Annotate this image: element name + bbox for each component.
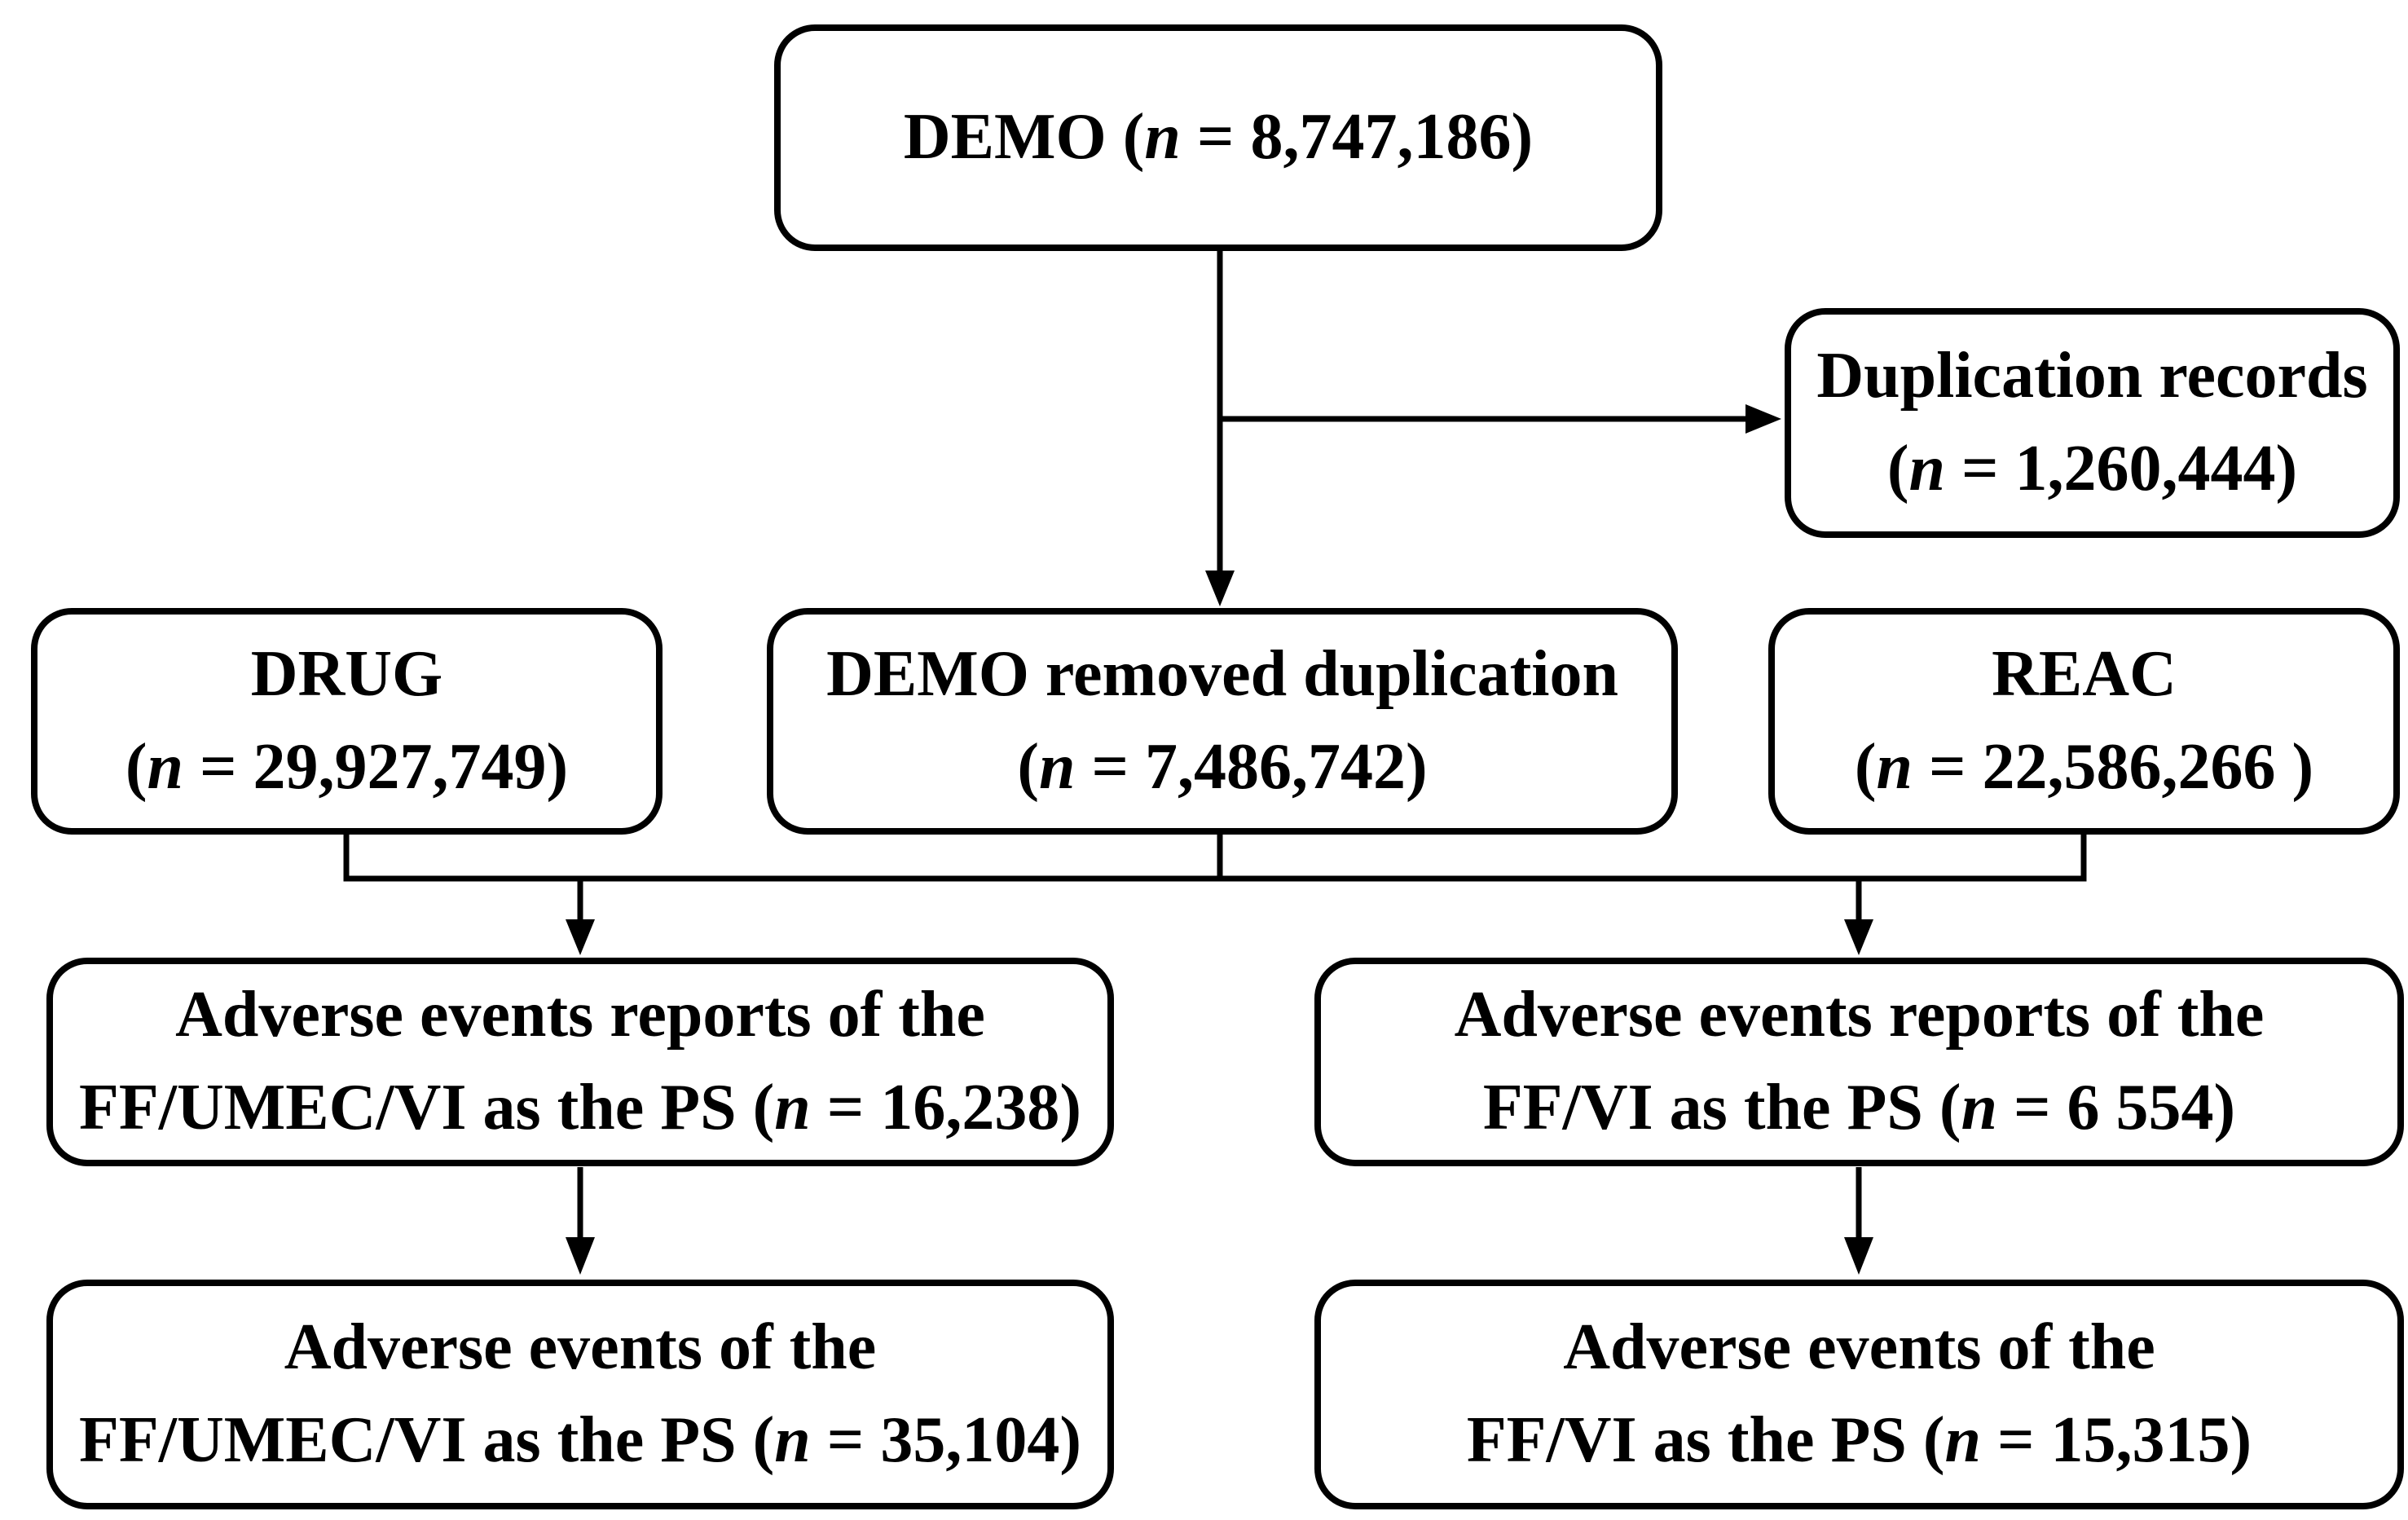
node-reac-title: REAC: [1992, 628, 2177, 721]
n-variable: n: [1944, 1404, 1981, 1476]
node-demo-removed-duplication: DEMO removed duplication (n = 7,486,742): [767, 608, 1678, 835]
arrowhead-bus-to-ae-reports-ffvi: [1844, 919, 1873, 955]
node-demo-label: DEMO (n = 8,747,186): [904, 91, 1533, 184]
n-variable: n: [774, 1072, 811, 1143]
n-variable: n: [1144, 101, 1181, 174]
arrowhead-demo-to-dedup: [1205, 571, 1235, 606]
node-duplication-records: Duplication records (n = 1,260,444): [1785, 308, 2400, 538]
n-variable: n: [1908, 433, 1945, 504]
node-demo: DEMO (n = 8,747,186): [774, 24, 1662, 251]
text-segment: = 1,260,444): [1944, 433, 2298, 504]
node-demo-removed-duplication-count: (n = 7,486,742): [1017, 721, 1427, 814]
node-ae-reports-ff-vi: Adverse events reports of the FF/VI as t…: [1314, 958, 2404, 1166]
text-segment: = 6 554): [1996, 1072, 2236, 1143]
text-segment: = 29,927,749): [183, 731, 569, 803]
text-segment: (: [1854, 731, 1877, 803]
text-segment: (: [125, 731, 147, 803]
arrowhead-bus-to-ae-reports-ffumecvi: [566, 919, 595, 955]
text-segment: Adverse events reports of the: [1454, 979, 2265, 1051]
text-segment: = 22,586,266 ): [1912, 731, 2314, 803]
node-ae-ff-umec-vi-line2: FF/UMEC/VI as the PS (n = 35,104): [79, 1394, 1081, 1487]
node-ae-ff-vi-line2: FF/VI as the PS (n = 15,315): [1467, 1394, 2252, 1487]
node-reac: REAC (n = 22,586,266 ): [1768, 608, 2400, 835]
node-drug: DRUG (n = 29,927,749): [31, 608, 663, 835]
node-ae-reports-ff-vi-line2: FF/VI as the PS (n = 6 554): [1483, 1062, 2235, 1155]
edge-bus: [343, 835, 2087, 882]
text-segment: FF/VI as the PS (: [1466, 1404, 1945, 1476]
text-segment: = 15,315): [1980, 1404, 2252, 1476]
n-variable: n: [147, 731, 183, 803]
text-segment: = 16,238): [810, 1072, 1081, 1143]
text-segment: FF/UMEC/VI as the PS (: [78, 1404, 775, 1476]
node-ae-reports-ff-umec-vi: Adverse events reports of the FF/UMEC/VI…: [46, 958, 1114, 1166]
n-variable: n: [1961, 1072, 1997, 1143]
text-segment: (: [1886, 433, 1909, 504]
text-segment: FF/UMEC/VI as the PS (: [78, 1072, 775, 1143]
node-reac-count: (n = 22,586,266 ): [1855, 721, 2313, 814]
node-drug-title: DRUG: [251, 628, 443, 721]
text-segment: Duplication records: [1816, 340, 2368, 412]
arrowhead-demo-to-duplication: [1745, 404, 1781, 434]
text-segment: FF/VI as the PS (: [1482, 1072, 1961, 1143]
node-ae-ff-umec-vi-line1: Adverse events of the: [284, 1302, 876, 1394]
node-demo-removed-duplication-title: DEMO removed duplication: [826, 628, 1618, 721]
node-ae-ff-vi: Adverse events of the FF/VI as the PS (n…: [1314, 1280, 2404, 1509]
node-ae-reports-ff-umec-vi-line2: FF/UMEC/VI as the PS (n = 16,238): [79, 1062, 1081, 1155]
node-ae-ff-umec-vi: Adverse events of the FF/UMEC/VI as the …: [46, 1280, 1114, 1509]
text-segment: DRUG: [250, 638, 443, 711]
n-variable: n: [1038, 731, 1076, 803]
text-segment: = 8,747,186): [1180, 101, 1534, 174]
node-ae-reports-ff-umec-vi-line1: Adverse events reports of the: [175, 969, 985, 1062]
text-segment: = 7,486,742): [1075, 731, 1428, 803]
text-segment: REAC: [1992, 638, 2177, 711]
text-segment: DEMO (: [903, 101, 1145, 174]
text-segment: (: [1017, 731, 1039, 803]
arrowhead-ae-reports-to-ae-ffumecvi: [566, 1237, 595, 1275]
n-variable: n: [774, 1404, 811, 1476]
text-segment: Adverse events of the: [284, 1311, 877, 1384]
node-drug-count: (n = 29,927,749): [125, 721, 568, 814]
text-segment: = 35,104): [810, 1404, 1081, 1476]
node-duplication-records-title: Duplication records: [1816, 330, 2367, 423]
text-segment: Adverse events of the: [1563, 1311, 2155, 1384]
arrowhead-ae-reports-to-ae-ffvi: [1844, 1237, 1873, 1275]
text-segment: DEMO removed duplication: [826, 638, 1618, 711]
text-segment: Adverse events reports of the: [175, 979, 985, 1051]
n-variable: n: [1876, 731, 1913, 803]
node-ae-ff-vi-line1: Adverse events of the: [1563, 1302, 2155, 1394]
node-duplication-records-count: (n = 1,260,444): [1887, 423, 2297, 516]
node-ae-reports-ff-vi-line1: Adverse events reports of the: [1455, 969, 2265, 1062]
